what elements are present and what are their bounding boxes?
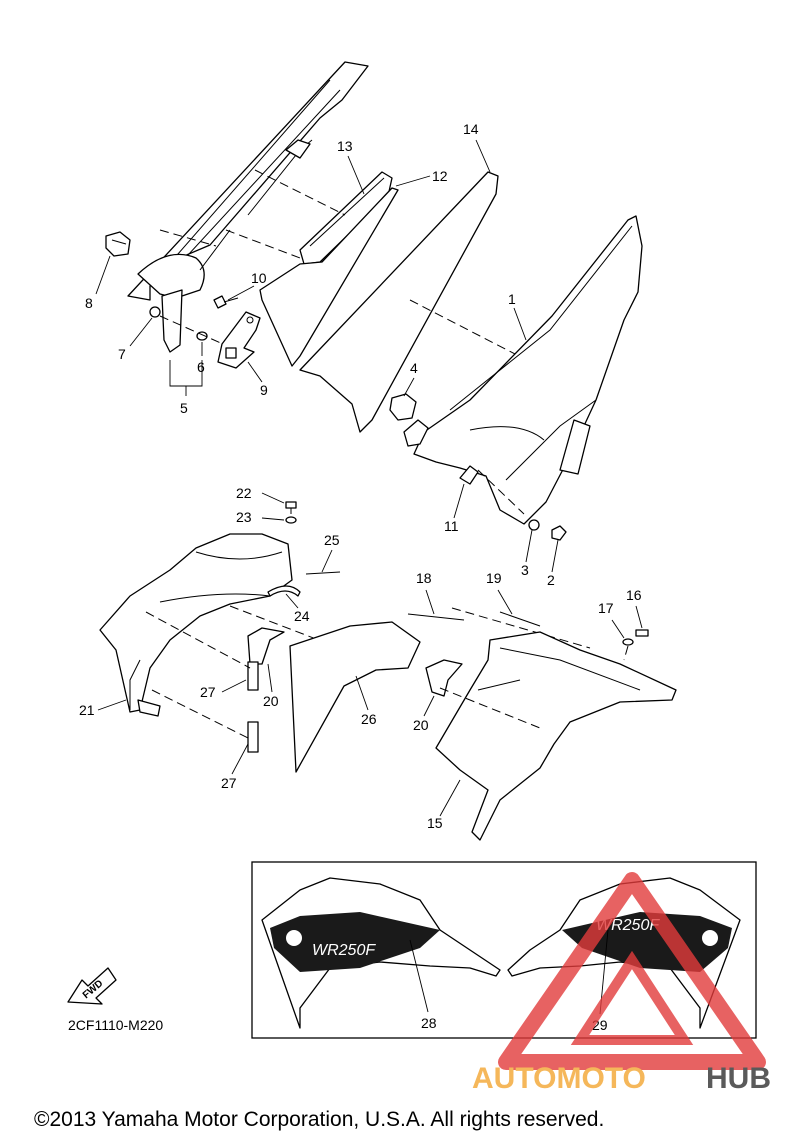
watermark-text-automoto: AUTOMOTO (472, 1062, 646, 1095)
callout-10: 10 (251, 270, 267, 286)
strip-part-24 (267, 585, 301, 597)
bolt-part-16 (635, 629, 649, 637)
callout-8: 8 (85, 295, 93, 311)
callout-26: 26 (361, 711, 377, 727)
copyright-text: ©2013 Yamaha Motor Corporation, U.S.A. A… (34, 1108, 604, 1131)
callout-17: 17 (598, 600, 614, 616)
figure-code: 2CF1110-M220 (68, 1017, 163, 1033)
band-part-20-right (425, 659, 463, 697)
callout-5: 5 (180, 400, 188, 416)
band-part-20-left (247, 627, 285, 665)
shroud-part-21 (99, 533, 293, 717)
sponge-part-12 (259, 187, 399, 367)
decal-part-28: WR250F (261, 877, 501, 1029)
strip-part-25 (305, 571, 341, 575)
spacer-part-11 (459, 465, 479, 485)
callout-12: 12 (432, 168, 448, 184)
callout-18: 18 (416, 570, 432, 586)
callout-20-left: 20 (263, 693, 279, 709)
callout-21: 21 (79, 702, 95, 718)
bolt-part-7 (149, 306, 161, 318)
nut-part-17 (622, 638, 634, 646)
decal-text-left: WR250F (312, 942, 376, 959)
sheet-part-14 (299, 171, 499, 433)
callout-3: 3 (521, 562, 529, 578)
nut-part-23 (285, 516, 297, 524)
side-rail-part (127, 61, 369, 353)
callout-7: 7 (118, 346, 126, 362)
callout-16: 16 (626, 587, 642, 603)
strip-part-19 (499, 611, 541, 627)
watermark-text-hub: HUB (706, 1062, 771, 1095)
shroud-part-15 (435, 631, 677, 841)
bolt-part-2 (551, 525, 567, 541)
sheet-part-26 (289, 621, 421, 773)
fwd-arrow-icon: FWD (67, 967, 117, 1005)
callout-23: 23 (236, 509, 252, 525)
callout-27-lower: 27 (221, 775, 237, 791)
callout-4: 4 (410, 360, 418, 376)
washer-part-3 (528, 519, 540, 531)
callout-20-right: 20 (413, 717, 429, 733)
callout-9: 9 (260, 382, 268, 398)
bolt-part-10 (213, 295, 239, 309)
callouts: 1 2 3 4 5 6 7 8 9 10 11 12 13 14 15 16 1… (79, 121, 643, 1033)
callout-25: 25 (324, 532, 340, 548)
watermark-logo (498, 872, 766, 1070)
callout-19: 19 (486, 570, 502, 586)
callout-15: 15 (427, 815, 443, 831)
clip-part-8 (105, 231, 131, 257)
strip-part-18 (407, 613, 465, 621)
bolt-part-22 (285, 501, 297, 514)
callout-14: 14 (463, 121, 479, 137)
callout-1: 1 (508, 291, 516, 307)
callout-24: 24 (294, 608, 310, 624)
bracket-part-9 (217, 311, 261, 369)
side-cover-part-1 (403, 215, 643, 525)
callout-2: 2 (547, 572, 555, 588)
clip-part-4 (389, 393, 417, 421)
callout-6: 6 (197, 359, 205, 375)
callout-11: 11 (444, 518, 459, 534)
label-part-27-lower (247, 721, 259, 753)
callout-13: 13 (337, 138, 353, 154)
label-part-27-upper (247, 661, 259, 691)
callout-28: 28 (421, 1015, 437, 1031)
callout-27-upper: 27 (200, 684, 216, 700)
callout-22: 22 (236, 485, 252, 501)
